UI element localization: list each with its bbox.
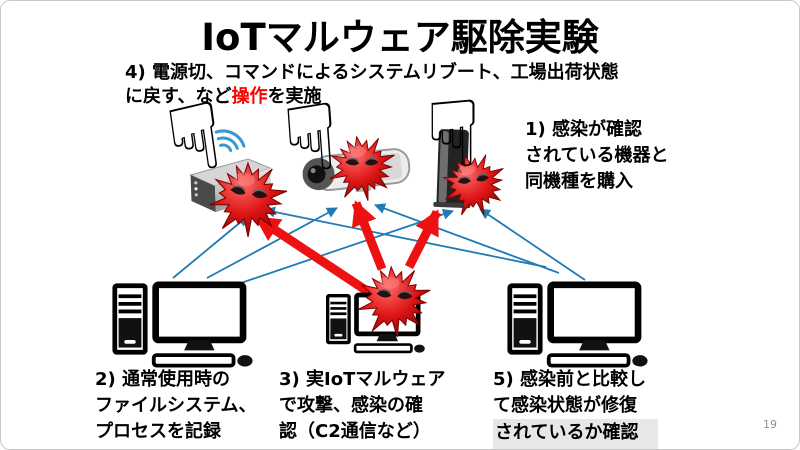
step4-emphasis: 操作 xyxy=(231,86,268,107)
wifi-signal-icon xyxy=(214,129,246,153)
desktop-pc-right xyxy=(510,285,648,367)
step5-note: 5) 感染前と比較し て感染状態が修復 されているか確認 xyxy=(493,367,703,449)
step4-line1: 4) 電源切、コマンドによるシステムリブート、工場出荷状態 xyxy=(125,62,619,83)
step4-line2: に戻す、など操作を実施 xyxy=(125,86,322,107)
attack-arrows xyxy=(254,200,442,299)
step4-note: 4) 電源切、コマンドによるシステムリブート、工場出荷状態 に戻す、など操作を実… xyxy=(125,61,645,109)
step3-note: 3) 実IoTマルウェア で攻撃、感染の確 認（C2通信など） xyxy=(279,369,446,442)
step2-note: 2) 通常使用時の ファイルシステム、 プロセスを記録 xyxy=(95,369,257,442)
page-number: 19 xyxy=(763,418,777,431)
slide-title: IoTマルウェア駆除実験 xyxy=(201,16,599,59)
observe-arrows-right xyxy=(264,203,586,281)
pointing-hand-icon: ☟ xyxy=(425,81,482,188)
step1-note: 1) 感染が確認 されている機器と 同機種を購入 xyxy=(525,119,669,192)
desktop-pc-left xyxy=(115,285,253,367)
step5-highlighted-line: されているか確認 xyxy=(493,419,659,449)
